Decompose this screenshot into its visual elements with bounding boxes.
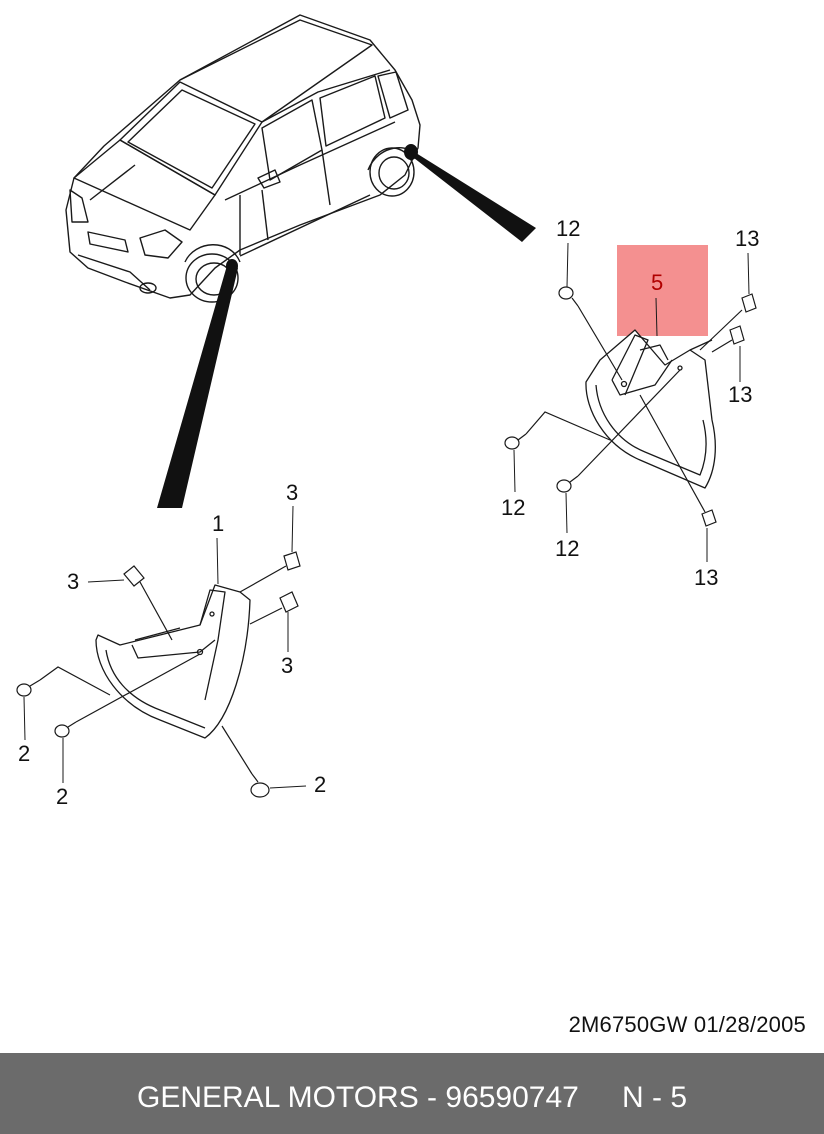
highlight-box — [617, 245, 708, 336]
callout-3-mid: 3 — [281, 653, 293, 678]
rear-fasteners — [504, 286, 757, 527]
callout-2-left: 2 — [18, 741, 30, 766]
callout-12-bottom: 12 — [555, 536, 579, 561]
callout-2-right: 2 — [314, 772, 326, 797]
callout-13-bottom: 13 — [694, 565, 718, 590]
callout-1: 1 — [212, 511, 224, 536]
rear-pointer — [408, 148, 536, 242]
callout-5: 5 — [651, 270, 663, 295]
callout-3-top: 3 — [286, 480, 298, 505]
front-fasteners — [16, 551, 301, 798]
footer-page: N - 5 — [622, 1081, 688, 1114]
rear-mud-flap — [585, 329, 716, 489]
front-mud-flap — [95, 584, 251, 739]
footer-bar: GENERAL MOTORS - 96590747 N - 5 — [0, 1053, 824, 1134]
callout-12-left: 12 — [501, 495, 525, 520]
callout-13-top: 13 — [735, 226, 759, 251]
front-pointer — [157, 262, 238, 508]
footer-brand: GENERAL MOTORS - 96590747 — [137, 1081, 579, 1114]
parts-diagram: 12 13 5 13 12 12 13 1 3 3 3 2 2 2 — [16, 14, 759, 809]
callout-12-top: 12 — [556, 216, 580, 241]
callout-3-left: 3 — [67, 569, 79, 594]
car-illustration — [65, 14, 421, 303]
diagram-reference: 2M6750GW 01/28/2005 — [568, 1012, 806, 1037]
callout-2-bottom: 2 — [56, 784, 68, 809]
callout-13-mid: 13 — [728, 382, 752, 407]
